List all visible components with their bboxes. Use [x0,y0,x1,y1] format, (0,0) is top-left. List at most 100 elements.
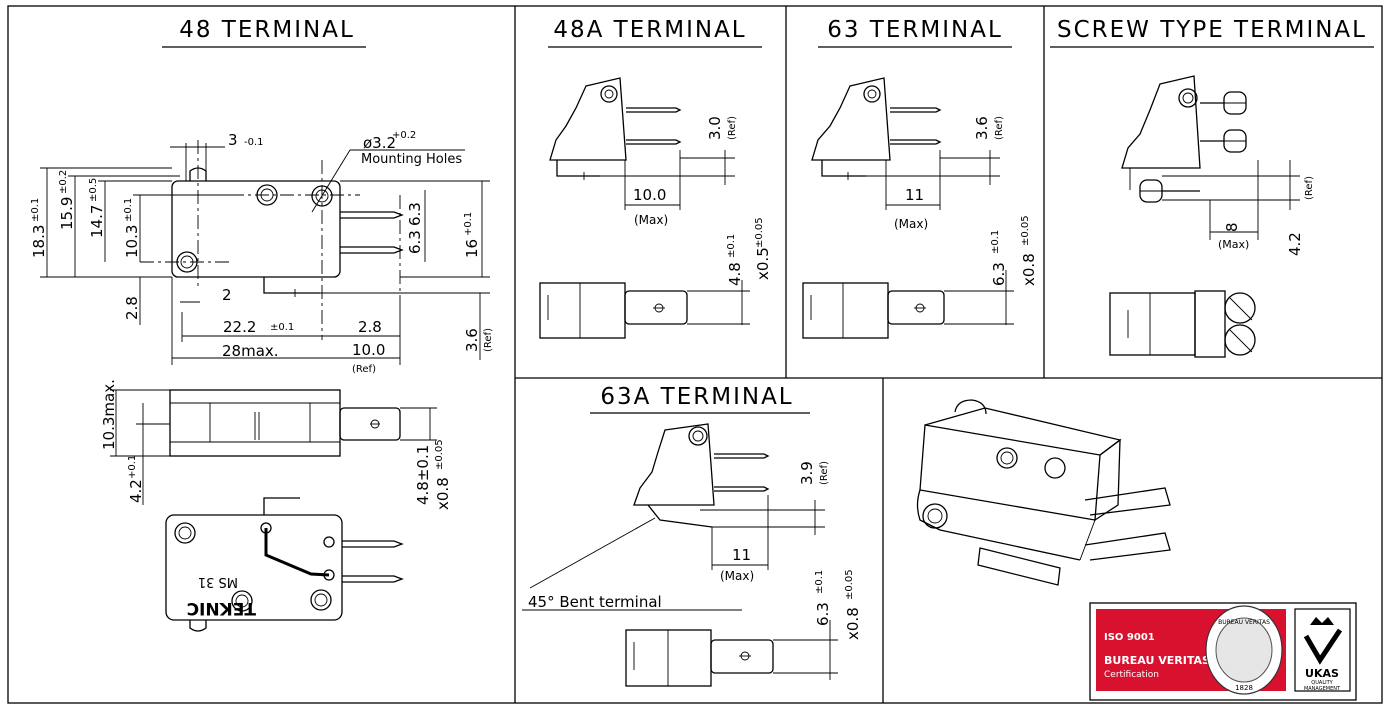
dim-11: 11 [905,186,924,204]
dim-2: 2 [222,286,232,304]
dim-3-6-ref: (Ref) [483,328,494,352]
panel-title: 48A TERMINAL [553,17,746,43]
dim-max: (Max) [634,213,668,227]
dim-max: (Max) [1218,238,1249,251]
terminal-side-view [539,282,626,339]
screw-head-icon [1224,292,1256,324]
panel-title: 48 TERMINAL [179,17,355,43]
dim-8: 8 [1223,222,1241,232]
dim-ref: (Ref) [1304,176,1315,200]
terminal-profile [811,77,891,161]
dim-6-3-tol: ±0.1 [814,570,825,594]
iso-label: ISO 9001 [1104,632,1155,643]
dim-2-8: 2.8 [358,318,382,336]
dim-6-3-tol: ±0.1 [990,230,1001,254]
ukas-management: MANAGEMENT [1304,686,1341,692]
dim-22-2: 22.2 [223,318,256,336]
dim-6-3-bottom: 6.3 [406,230,424,254]
dim-4-8: 4.8 [726,262,744,286]
dim-3: 3 [228,131,238,149]
bent-terminal [647,504,713,528]
terminal-tab [1084,487,1171,516]
dim-max: (Max) [894,217,928,231]
crown-icon [1310,617,1334,625]
terminal-profile [549,77,627,161]
dim-3-9: 3.9 [798,461,816,485]
dim-10-3max: 10.3max. [100,379,118,450]
ukas-quality: QUALITY [1311,680,1333,686]
bureau-veritas-label: BUREAU VERITAS [1104,654,1210,667]
dim-10-0-ref: (Ref) [352,364,376,375]
dim-max: (Max) [720,569,754,583]
certification-label: Certification [1104,670,1159,680]
dim-10-3-tol: ±0.1 [123,198,134,222]
dim-hole: ø3.2 [363,134,396,152]
terminal-side-view [625,629,712,687]
dim-11: 11 [732,546,751,564]
switch-body-outline [171,180,341,278]
screw-head-icon [1224,324,1256,356]
panel-frame [7,5,1383,704]
dim-2-8-left: 2.8 [123,296,141,320]
dim-0-8: x0.8 [434,477,452,510]
bent-terminal-note: 45° Bent terminal [528,593,662,611]
dim-3-6-ref: (Ref) [994,116,1005,140]
dim-4-2: 4.2 [1286,232,1304,256]
dim-16-tol: +0.1 [463,212,474,236]
dim-3-9-ref: (Ref) [819,461,830,485]
dim-15-9-tol: ±0.2 [58,170,69,194]
dim-18-3: 18.3 [30,225,48,258]
dim-0-8: x0.8 [1020,253,1038,286]
bottom-view-body [165,514,343,621]
ukas-label: UKAS [1305,667,1339,680]
dim-0-5: x0.5 [754,247,772,280]
dim-15-9: 15.9 [58,197,76,230]
panel-48-terminal: 48 TERMINAL [30,17,494,632]
dim-3-6: 3.6 [973,116,991,140]
dim-28max: 28max. [222,342,279,360]
contact-point-icon [323,536,335,548]
isometric-switch-illustration [916,399,1171,586]
dim-4-2: 4.2 [127,479,145,503]
certification-block: ISO 9001 BUREAU VERITAS Certification BU… [1089,602,1357,701]
dim-10-0: 10.0 [352,341,385,359]
dim-10-3: 10.3 [123,225,141,258]
terminal-profile [633,423,715,506]
side-view-terminal [339,407,401,441]
terminal-tab [340,246,404,254]
dim-6-3-top: 6.3 [406,202,424,226]
dimension-lines [40,143,490,365]
dim-3-0: 3.0 [706,116,724,140]
panel-title: 63A TERMINAL [600,384,793,410]
panel-63-terminal: 63 TERMINAL 11 (Max) 3.6 (Ref) 6.3 ±0.1 [802,17,1038,339]
dim-18-3-tol: ±0.1 [30,198,41,222]
panel-63a-terminal: 63A TERMINAL 11 (Max) 3.9 (Ref) 45° Bent… [522,384,862,687]
dim-14-7: 14.7 [88,205,106,238]
model-marking: MS 31 [198,574,238,589]
brand-marking: TEKNIC [187,598,256,618]
dim-16: 16 [463,239,481,258]
dim-0-8-tol: ±0.05 [844,569,855,600]
dim-4-2-tol: +0.1 [127,455,138,479]
dim-3-0-ref: (Ref) [727,116,738,140]
mounting-holes-label: Mounting Holes [361,152,462,167]
seal-year: 1828 [1235,684,1253,692]
dim-hole-tol: +0.2 [392,130,416,141]
dim-4-8-tol: ±0.1 [726,234,737,258]
dim-6-3: 6.3 [990,262,1008,286]
dim-14-7-tol: ±0.5 [88,178,99,202]
dim-6-3: 6.3 [814,602,832,626]
terminal-tab [1084,532,1171,561]
tick-icon [1303,628,1343,665]
dim-0-5-tol: ±0.05 [754,217,765,248]
seal-text: BUREAU VERITAS [1218,619,1270,626]
terminal-tab [340,211,404,219]
panel-title: 63 TERMINAL [827,17,1003,43]
dim-10-0: 10.0 [633,186,666,204]
dim-0-8-tol: ±0.05 [1020,215,1031,246]
panel-48a-terminal: 48A TERMINAL 10.0 (Max) 3.0 (Ref) 4.8 ±0… [539,17,772,339]
panel-screw-type-terminal: SCREW TYPE TERMINAL (Ref) 8 (Max) 4.2 [1050,17,1374,358]
terminal-side-view [802,282,889,339]
